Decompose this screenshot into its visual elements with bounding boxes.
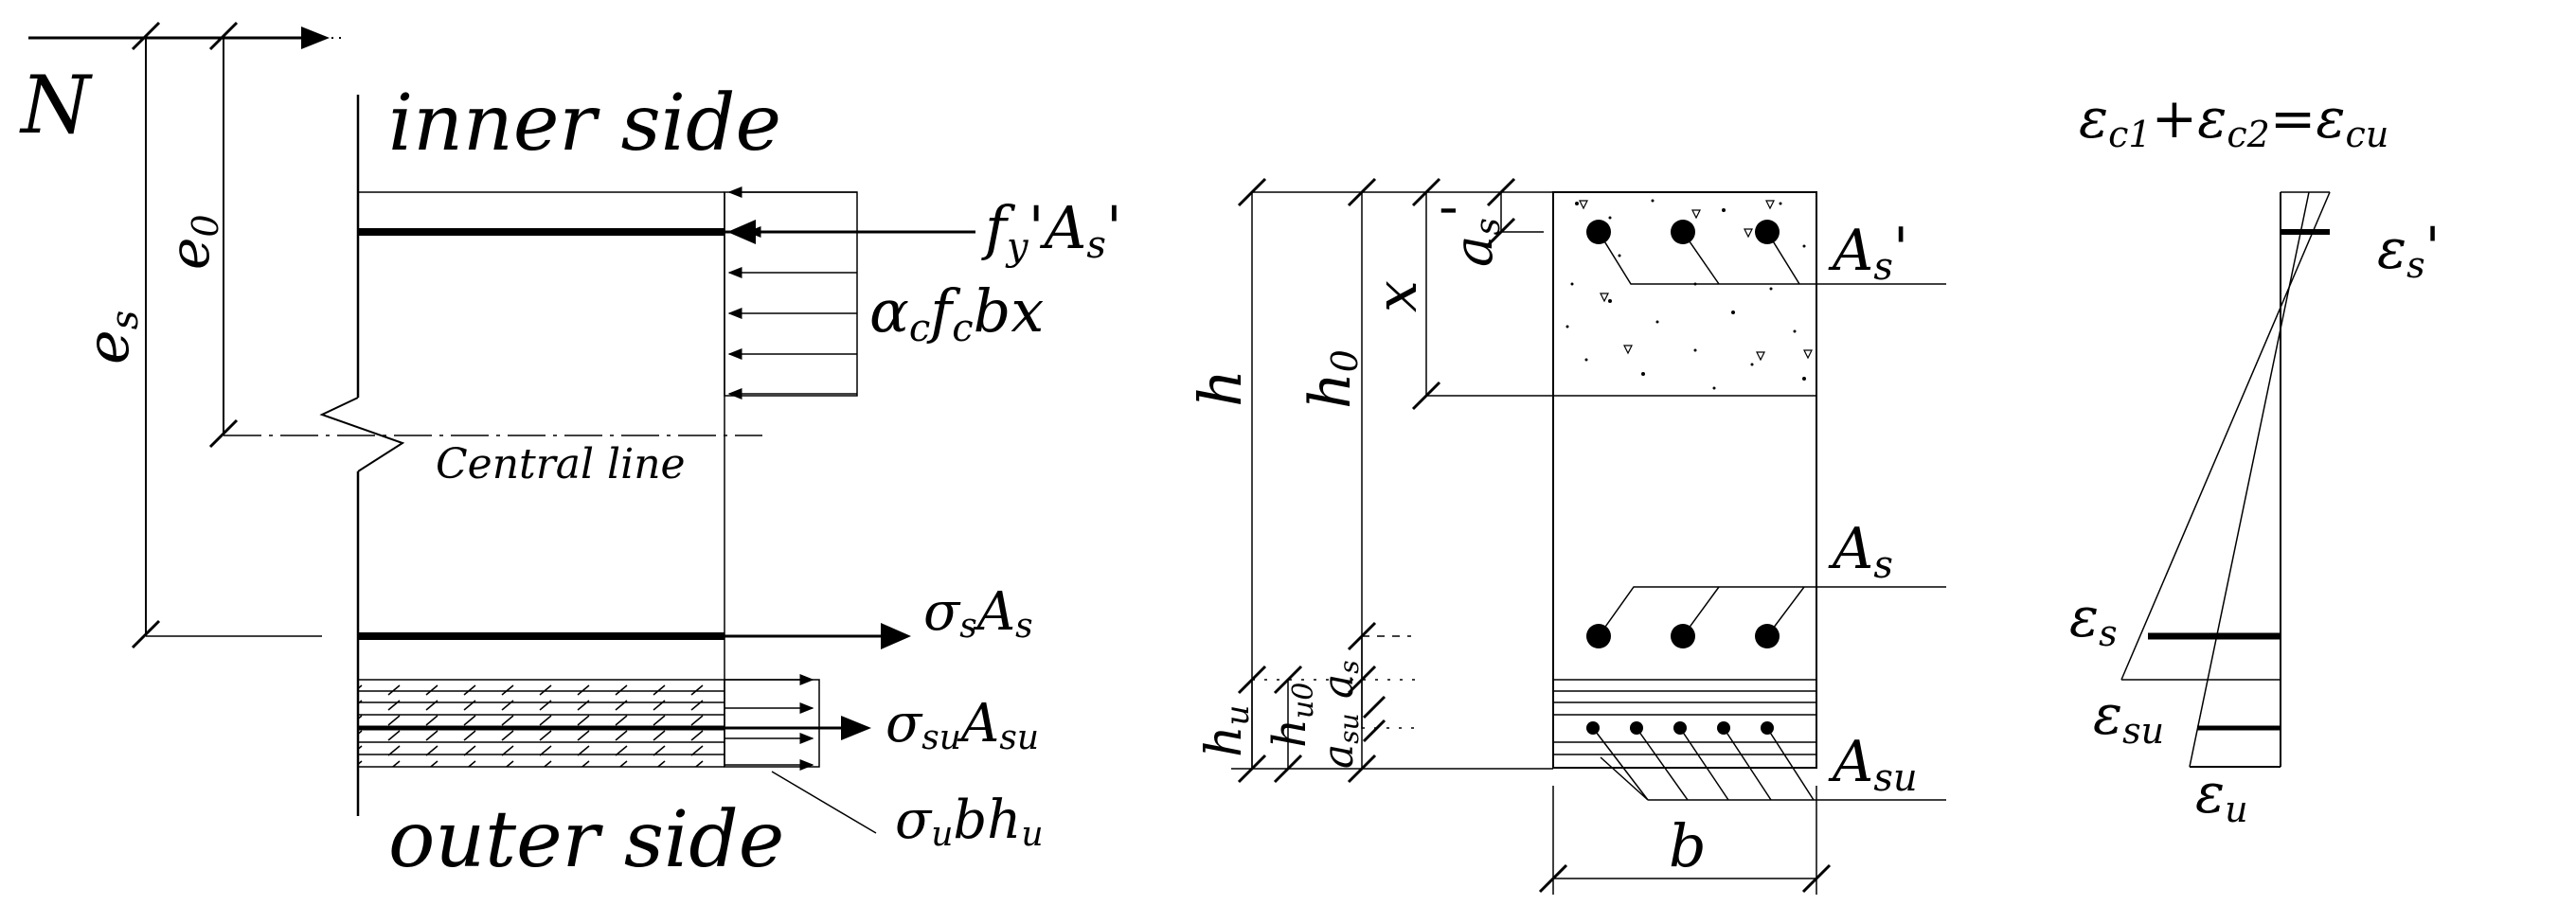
dim-h0-label: h0 <box>1297 349 1366 409</box>
concrete-stress-block <box>724 191 858 397</box>
central-line-label: Central line <box>436 440 686 488</box>
inner-side-label: inner side <box>388 79 781 169</box>
strain-line-uhpc <box>2189 191 2310 768</box>
concrete-texture <box>1565 199 1806 390</box>
strain-uhpc-label: εu <box>2195 761 2248 830</box>
top-steel-force-label: fy'As' <box>981 193 1122 269</box>
steel-bottom-label: As <box>1828 516 1893 587</box>
left-panel: N es e0 inner side outer side Central li… <box>19 21 1122 885</box>
dim-asu-label: asu <box>1315 713 1365 769</box>
uhpc-layer-force-label: σubhu <box>895 790 1044 854</box>
dim-hu-label: hu <box>1196 705 1257 757</box>
uhpc-steel-force-label: σsuAsu <box>886 693 1039 757</box>
width-b-label: b <box>1669 811 1707 880</box>
strain-line-steel <box>2120 191 2331 681</box>
aggregate-triangles <box>1579 200 1813 362</box>
bottom-steel-force-arrowhead <box>881 623 911 649</box>
es-label: es <box>73 311 147 364</box>
concrete-stress-arrows <box>727 186 857 399</box>
outer-side-label: outer side <box>388 795 784 885</box>
uhpc-stress-block <box>724 679 820 768</box>
uhpc-stress-arrows <box>724 674 814 771</box>
right-panel: εc1+εc2=εcu εs' εs εsu εu <box>2069 86 2441 830</box>
steel-top-label: As' <box>1828 216 1908 289</box>
axial-force-arrowhead <box>301 27 330 49</box>
strain-equation-label: εc1+εc2=εcu <box>2079 86 2388 155</box>
concrete-force-label: αcfcbx <box>869 276 1044 350</box>
strain-steel-label: εs <box>2069 585 2118 654</box>
bottom-steel-force-label: σsAs <box>923 581 1033 646</box>
dim-x-label: x <box>1364 280 1430 312</box>
uhpc-steel-force-arrowhead <box>841 716 871 740</box>
strain-top-steel-label: εs' <box>2377 215 2441 286</box>
steel-uhpc-label: Asu <box>1828 729 1918 800</box>
dim-hu0-label: hu0 <box>1263 683 1320 748</box>
dim-as-top-label: as' <box>1432 204 1508 267</box>
axial-force-label: N <box>19 59 93 151</box>
strain-uhpc-steel-label: εsu <box>2093 683 2164 752</box>
cross-section <box>1552 191 1817 769</box>
uhpc-layer <box>358 679 724 768</box>
dim-h-label: h <box>1186 369 1255 407</box>
dim-as-label: as <box>1315 660 1365 699</box>
e0-label: e0 <box>157 214 226 270</box>
middle-panel: h h0 x as' hu hu0 as asu As' As Asu b <box>1186 177 1946 895</box>
